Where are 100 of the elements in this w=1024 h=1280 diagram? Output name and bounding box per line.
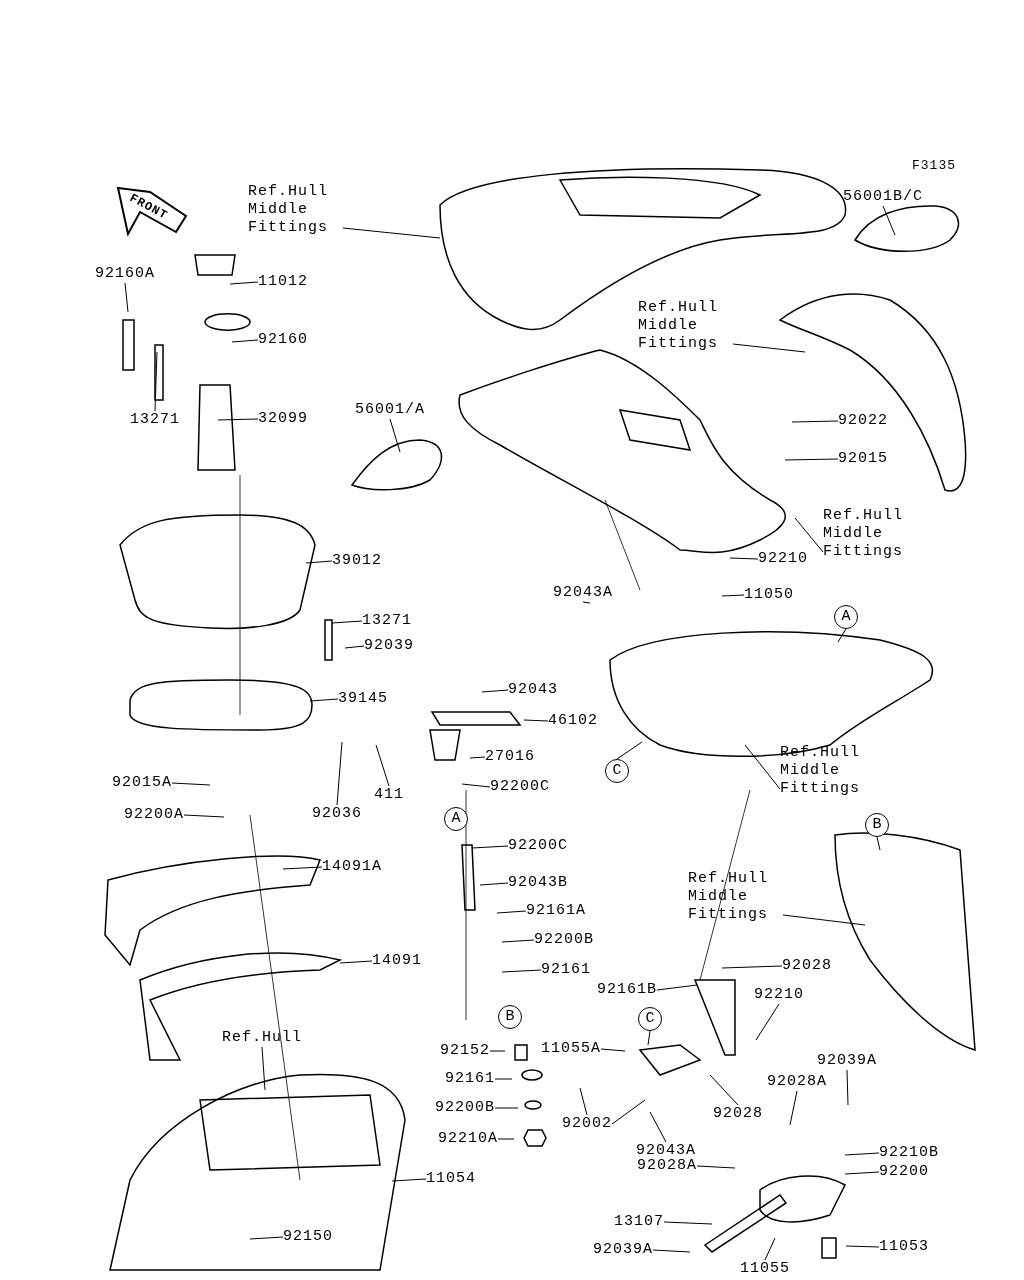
leader-line (696, 1165, 736, 1169)
part-number: 11055A (541, 1040, 601, 1058)
part-number: 11012 (258, 273, 308, 291)
part-number: 92160 (258, 331, 308, 349)
leader-line (154, 351, 158, 412)
part-number: 14091A (322, 858, 382, 876)
callout-letter: A (834, 605, 858, 629)
callout-letter: B (498, 1005, 522, 1029)
leader-line (391, 1178, 427, 1182)
part-number: 39145 (338, 690, 388, 708)
part-number: Ref.Hull (222, 1029, 302, 1047)
leader-line (611, 1099, 646, 1125)
leader-line (600, 1048, 626, 1052)
part-number: 13107 (614, 1213, 664, 1231)
leader-line (764, 1237, 776, 1261)
part-number: 56001B/C (843, 188, 923, 206)
leader-line (782, 914, 866, 926)
leader-line (494, 1107, 519, 1109)
leader-line (844, 1152, 880, 1156)
part-number: 92161B (597, 981, 657, 999)
leader-line (489, 1050, 506, 1052)
part-number: 92200B (435, 1099, 495, 1117)
leader-line (663, 1221, 713, 1225)
part-number: 92210B (879, 1144, 939, 1162)
leader-line (261, 1046, 266, 1091)
leader-line (496, 910, 527, 914)
part-number: 32099 (258, 410, 308, 428)
leader-line (784, 458, 839, 461)
leader-line (342, 227, 441, 239)
leader-line (721, 965, 783, 969)
part-number: 92200C (490, 778, 550, 796)
leader-line (494, 1078, 513, 1080)
leader-line (171, 782, 211, 786)
part-number: 11054 (426, 1170, 476, 1188)
leader-line (344, 645, 365, 649)
part-number: 92200C (508, 837, 568, 855)
leader-line (755, 1003, 780, 1041)
part-number: 92039A (817, 1052, 877, 1070)
part-number: 92036 (312, 805, 362, 823)
leader-line (469, 756, 486, 759)
callout-letter: C (638, 1007, 662, 1031)
part-number: 92150 (283, 1228, 333, 1246)
leader-line (789, 1090, 798, 1126)
part-number: Ref.Hull Middle Fittings (248, 183, 343, 237)
callout-letter: C (605, 759, 629, 783)
leader-line (523, 719, 549, 722)
part-number: 92015 (838, 450, 888, 468)
leader-line (844, 1171, 880, 1175)
part-number: 92002 (562, 1115, 612, 1133)
leader-line (229, 281, 259, 285)
part-number: 14091 (372, 952, 422, 970)
part-number: 92028A (767, 1073, 827, 1091)
leader-line (721, 594, 745, 597)
part-number: Ref.Hull Middle Fittings (823, 507, 918, 561)
leader-line (837, 628, 847, 643)
callout-letter: B (865, 813, 889, 837)
part-number: Ref.Hull Middle Fittings (638, 299, 733, 353)
leader-line (582, 601, 591, 604)
leader-line (744, 744, 781, 790)
leader-line (461, 783, 491, 788)
leader-line (331, 620, 363, 624)
part-number: 11053 (879, 1238, 929, 1256)
leader-line (732, 343, 806, 353)
leader-line (497, 1138, 515, 1140)
leader-line (882, 205, 896, 236)
leader-line (791, 420, 839, 423)
leader-line (656, 984, 698, 991)
leader-line (501, 939, 535, 943)
leader-line (305, 560, 333, 564)
leader-line (479, 882, 509, 886)
part-number: 92043A (636, 1142, 696, 1160)
leader-line (647, 1030, 651, 1046)
part-number: 92200 (879, 1163, 929, 1181)
part-number: 39012 (332, 552, 382, 570)
leader-line (249, 1236, 284, 1240)
leader-line (729, 557, 759, 560)
leader-line (183, 814, 225, 818)
leader-line (336, 741, 343, 806)
part-number: 27016 (485, 748, 535, 766)
leader-line (579, 1087, 588, 1116)
part-number: Ref.Hull Middle Fittings (688, 870, 783, 924)
part-number: 411 (374, 786, 404, 804)
part-number: 92028 (782, 957, 832, 975)
part-number: 92152 (440, 1042, 490, 1060)
leader-line (309, 698, 339, 702)
leader-line (471, 845, 509, 849)
part-number: 13271 (130, 411, 180, 429)
part-number: 92043B (508, 874, 568, 892)
part-number: 46102 (548, 712, 598, 730)
part-number: 92200A (124, 806, 184, 824)
part-number: 13271 (362, 612, 412, 630)
leader-line (501, 969, 542, 973)
leader-line (649, 1111, 667, 1143)
leader-line (217, 418, 259, 421)
part-number: 92161 (541, 961, 591, 979)
part-number: 92039A (593, 1241, 653, 1259)
leader-line (231, 339, 259, 343)
figure-code: F3135 (912, 158, 956, 173)
leader-line (481, 689, 509, 693)
part-number: 92160A (95, 265, 155, 283)
